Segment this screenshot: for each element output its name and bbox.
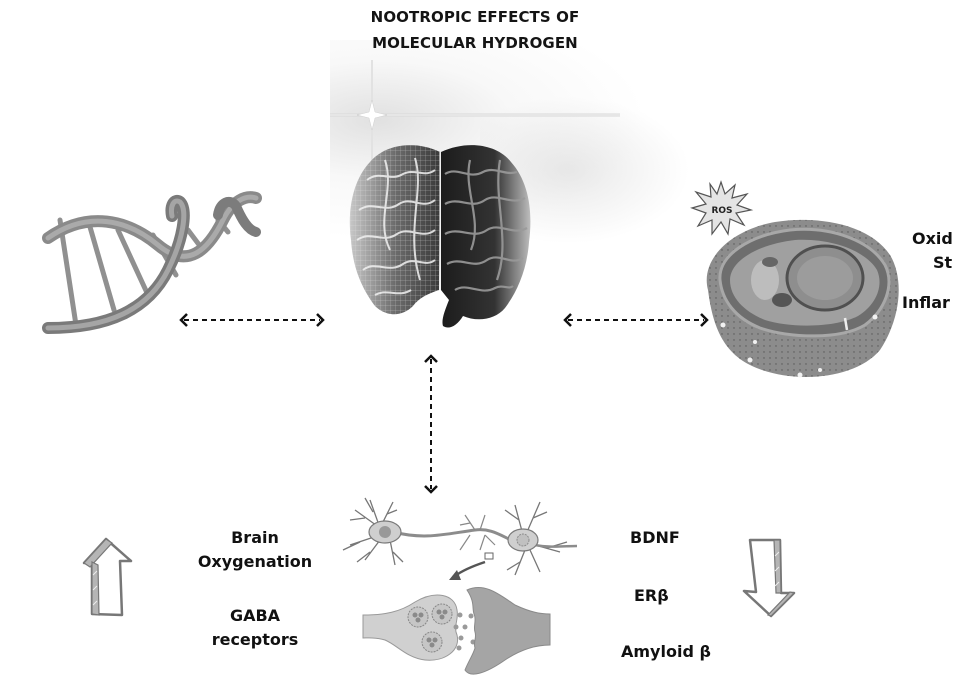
down-arrow-icon [742,538,796,618]
cell-illustration [706,219,899,378]
title-line-1: NOOTROPIC EFFECTS OF [370,8,580,26]
brain-right-hemisphere [441,145,531,328]
gaba-receptors-line1: GABA [229,606,281,625]
up-arrow-icon [82,537,133,617]
title-line-2: MOLECULAR HYDROGEN [372,34,578,52]
oxidative-stress-label-line2: St [933,253,953,272]
brain-neuron-double-arrow [424,354,438,494]
gaba-receptors-line2: receptors [211,630,299,649]
er-beta-label: ERβ [634,586,669,605]
brain-oxygenation-label: Brain Oxygenation [184,526,326,574]
diagram-title: NOOTROPIC EFFECTS OF MOLECULAR HYDROGEN [300,4,650,56]
ros-badge-label: ROS [711,206,733,216]
brain-cell-double-arrow [563,313,709,327]
postsynaptic-terminal [464,587,551,675]
dna-illustration [42,191,262,334]
dna-brain-double-arrow [179,313,325,327]
brain-oxygenation-line2: Oxygenation [197,552,313,571]
gaba-receptors-label: GABA receptors [184,604,326,652]
inflammation-label: Inflar [902,293,950,312]
brain-illustration [349,145,531,328]
bdnf-label: BDNF [630,528,680,547]
oxidative-stress-label-line1: Oxid [912,229,953,248]
amyloid-beta-label: Amyloid β [621,642,711,661]
brain-oxygenation-line1: Brain [231,528,279,547]
neuron-synapse-illustration [342,497,578,675]
ros-starburst-icon [690,180,754,236]
